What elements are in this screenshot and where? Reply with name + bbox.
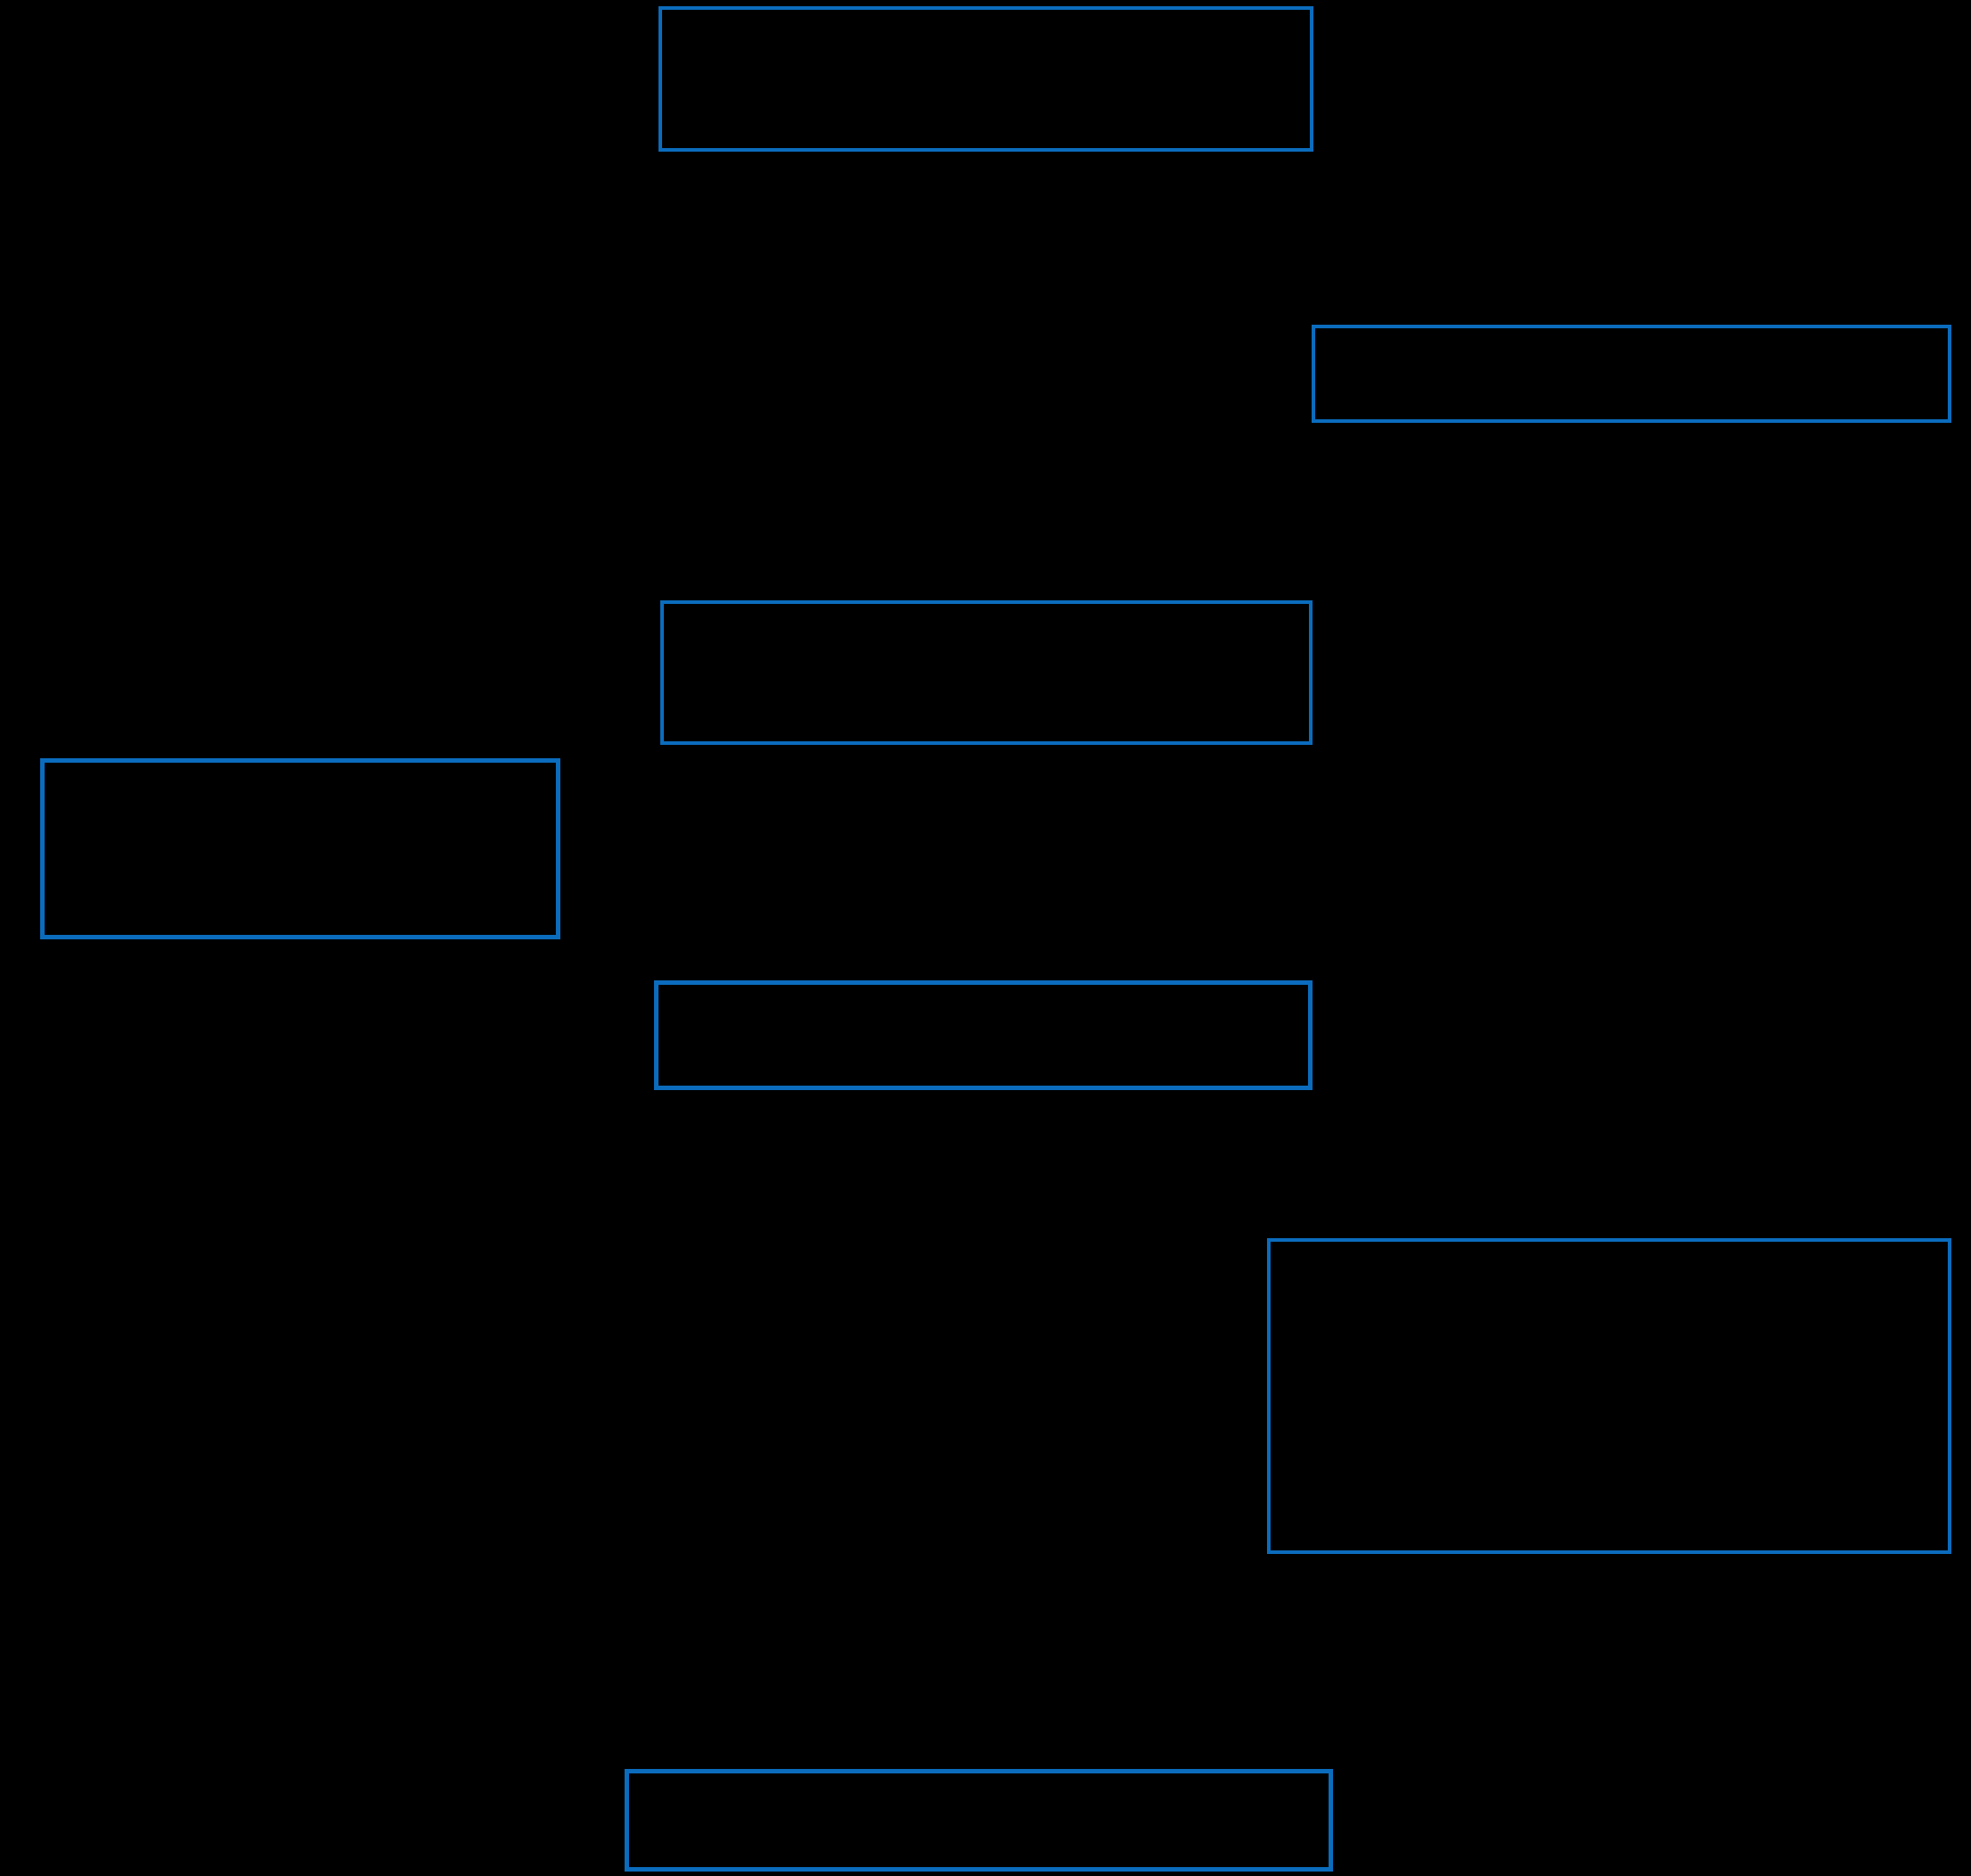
annotation-box-bottom[interactable]	[625, 1769, 1333, 1872]
annotation-box-middle-lower[interactable]	[654, 980, 1313, 1090]
annotation-box-upper-right[interactable]	[1312, 325, 1951, 423]
annotation-box-top[interactable]	[658, 6, 1313, 152]
annotation-box-left[interactable]	[40, 758, 560, 939]
annotation-box-lower-right-large[interactable]	[1267, 1238, 1951, 1554]
annotation-box-middle[interactable]	[660, 600, 1313, 745]
